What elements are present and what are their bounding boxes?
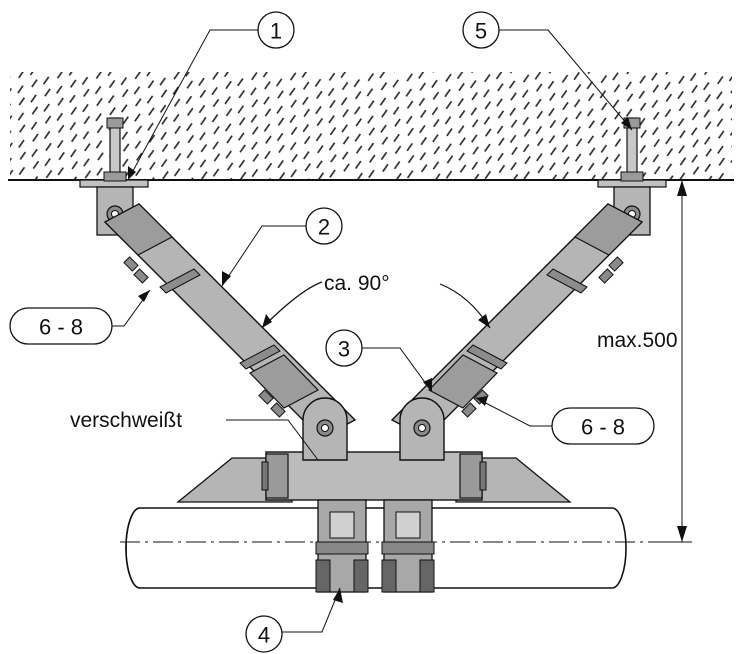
callout-2: 2 [305, 207, 343, 245]
pill-left-text: 6 - 8 [39, 315, 83, 340]
angle-arc [261, 281, 491, 329]
saddle-assembly [176, 397, 572, 593]
pill-left: 6 - 8 [9, 307, 113, 345]
callout-1-number: 1 [270, 19, 282, 44]
left-strut [103, 203, 357, 439]
callout-3: 3 [325, 329, 363, 367]
callout-4-number: 4 [258, 623, 270, 648]
callout-5: 5 [462, 11, 500, 49]
callout-5-number: 5 [475, 19, 487, 44]
dimension-label: max.500 [597, 329, 678, 352]
leader-arrowheads [128, 117, 632, 603]
ceiling [8, 72, 734, 181]
ceiling-hatch [10, 72, 732, 180]
pill-right-text: 6 - 8 [581, 415, 625, 440]
callout-3-number: 3 [338, 337, 350, 362]
pipe [120, 507, 690, 589]
callout-4: 4 [245, 615, 283, 653]
dimension-max500 [664, 179, 692, 543]
callout-1: 1 [257, 11, 295, 49]
leader-lines [112, 29, 633, 633]
right-strut [390, 203, 644, 439]
pill-right: 6 - 8 [551, 407, 655, 445]
callout-2-number: 2 [318, 215, 330, 240]
welded-label: verschweißt [70, 409, 182, 432]
angle-label: ca. 90° [324, 272, 390, 295]
